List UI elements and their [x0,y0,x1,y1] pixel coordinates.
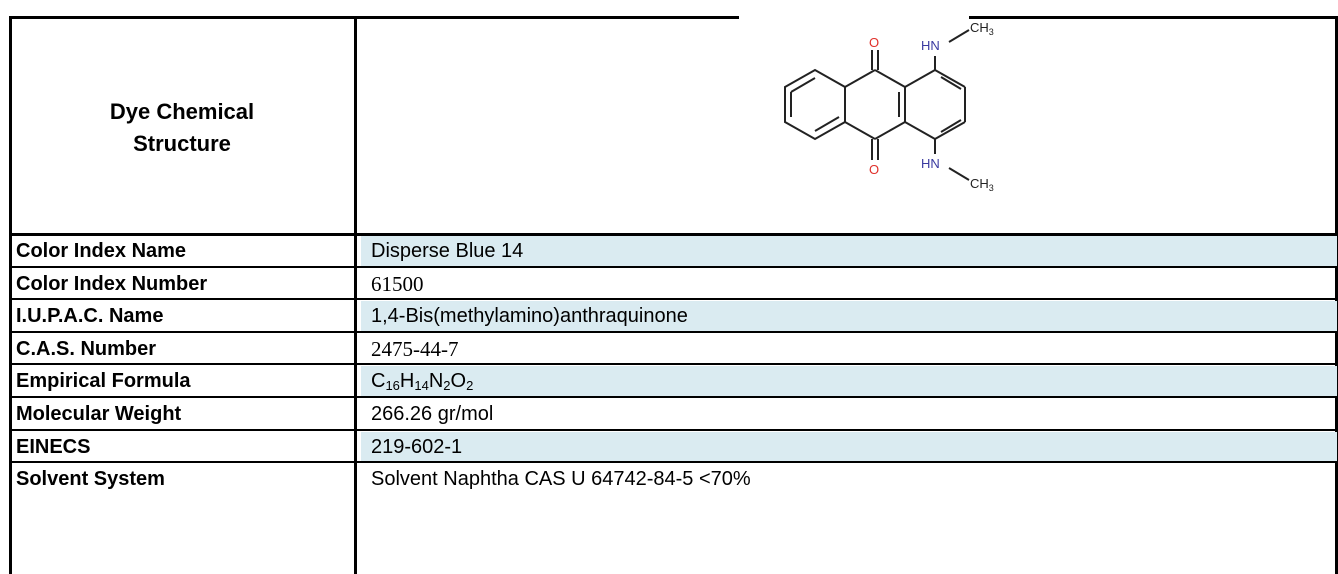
row-value: 219-602-1 [361,432,1337,462]
formula-element: O [450,370,467,392]
oxygen-atom-top: O [869,35,879,50]
structure-header-line2: Structure [133,131,231,156]
row-divider [9,363,1338,365]
row-divider [9,266,1338,268]
table-top-border-gap [739,13,969,19]
amine-top: HN [921,38,940,53]
formula-count: 2 [466,378,474,393]
row-value: 61500 [371,272,424,296]
row-value: 266.26 gr/mol [371,403,494,425]
row-label: Empirical Formula [16,370,191,392]
table-right-border [1335,16,1338,574]
table-left-border [9,16,12,574]
table-column-divider [354,16,357,574]
row-label: Color Index Number [16,273,208,295]
row-value: Disperse Blue 14 [361,236,1337,266]
chemical-structure-diagram: O O HN HN CH3 CH3 [784,22,994,193]
formula-count: 14 [414,378,429,393]
methyl-top: CH3 [970,22,994,37]
row-divider [9,461,1338,463]
row-label: Color Index Name [16,240,187,262]
oxygen-atom-bottom: O [869,162,879,177]
row-divider [9,233,1338,236]
row-divider [9,298,1338,300]
row-label: I.U.P.A.C. Name [16,305,164,327]
formula-element: C [371,370,386,392]
row-divider [9,429,1338,431]
amine-bottom: HN [921,156,940,171]
row-value: C16H14N2O2 [361,366,1337,396]
row-label: Solvent System [16,468,165,490]
formula-element: N [428,370,444,392]
formula-count: 16 [385,378,400,393]
table-top-border [9,16,1338,19]
row-divider [9,331,1338,333]
formula-count: 2 [443,378,451,393]
row-divider [9,396,1338,398]
row-value: 2475-44-7 [371,337,459,361]
row-label: C.A.S. Number [16,338,157,360]
formula-element: H [399,370,415,392]
methyl-bottom: CH3 [970,176,994,193]
row-value: 1,4-Bis(methylamino)anthraquinone [361,301,1337,331]
structure-header-line1: Dye Chemical [109,99,255,124]
row-value: Solvent Naphtha CAS U 64742-84-5 <70% [371,468,751,490]
row-label: Molecular Weight [16,403,182,425]
row-label: EINECS [16,436,91,458]
structure-header-label: Dye Chemical Structure [12,96,352,160]
